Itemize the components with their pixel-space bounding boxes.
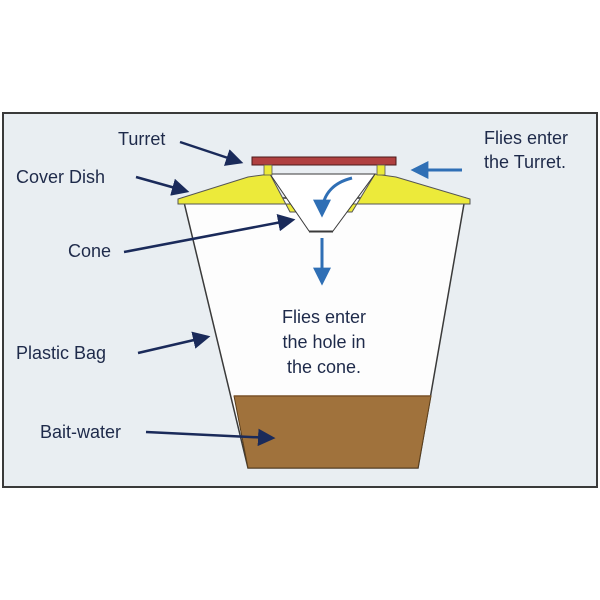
turret-post-right — [376, 164, 386, 176]
bait-water — [233, 395, 432, 469]
turret — [251, 156, 397, 166]
cone-entry-note-line2: the hole in — [282, 332, 365, 352]
turret-label-arrow — [179, 140, 244, 166]
turret-entry-note-line1: Flies enter — [484, 128, 568, 148]
turret-post-left — [263, 164, 273, 176]
cone-label: Cone — [68, 241, 111, 261]
bait-water-label: Bait-water — [40, 422, 121, 442]
turret-entry-note-line2: the Turret. — [484, 152, 566, 172]
cone-label-arrow — [123, 214, 296, 254]
turret-label: Turret — [118, 129, 165, 149]
cover-dish-label-arrow — [135, 175, 190, 196]
cone-entry-note-line3: the cone. — [287, 357, 361, 377]
cover-dish-label: Cover Dish — [16, 167, 105, 187]
cone-entry-note-line1: Flies enter — [282, 307, 366, 327]
plastic-bag-label: Plastic Bag — [16, 343, 106, 363]
bait-water-label-arrow — [145, 428, 276, 447]
plastic-bag-label-arrow — [137, 331, 211, 355]
fly-arrow-curve-down — [313, 176, 353, 218]
